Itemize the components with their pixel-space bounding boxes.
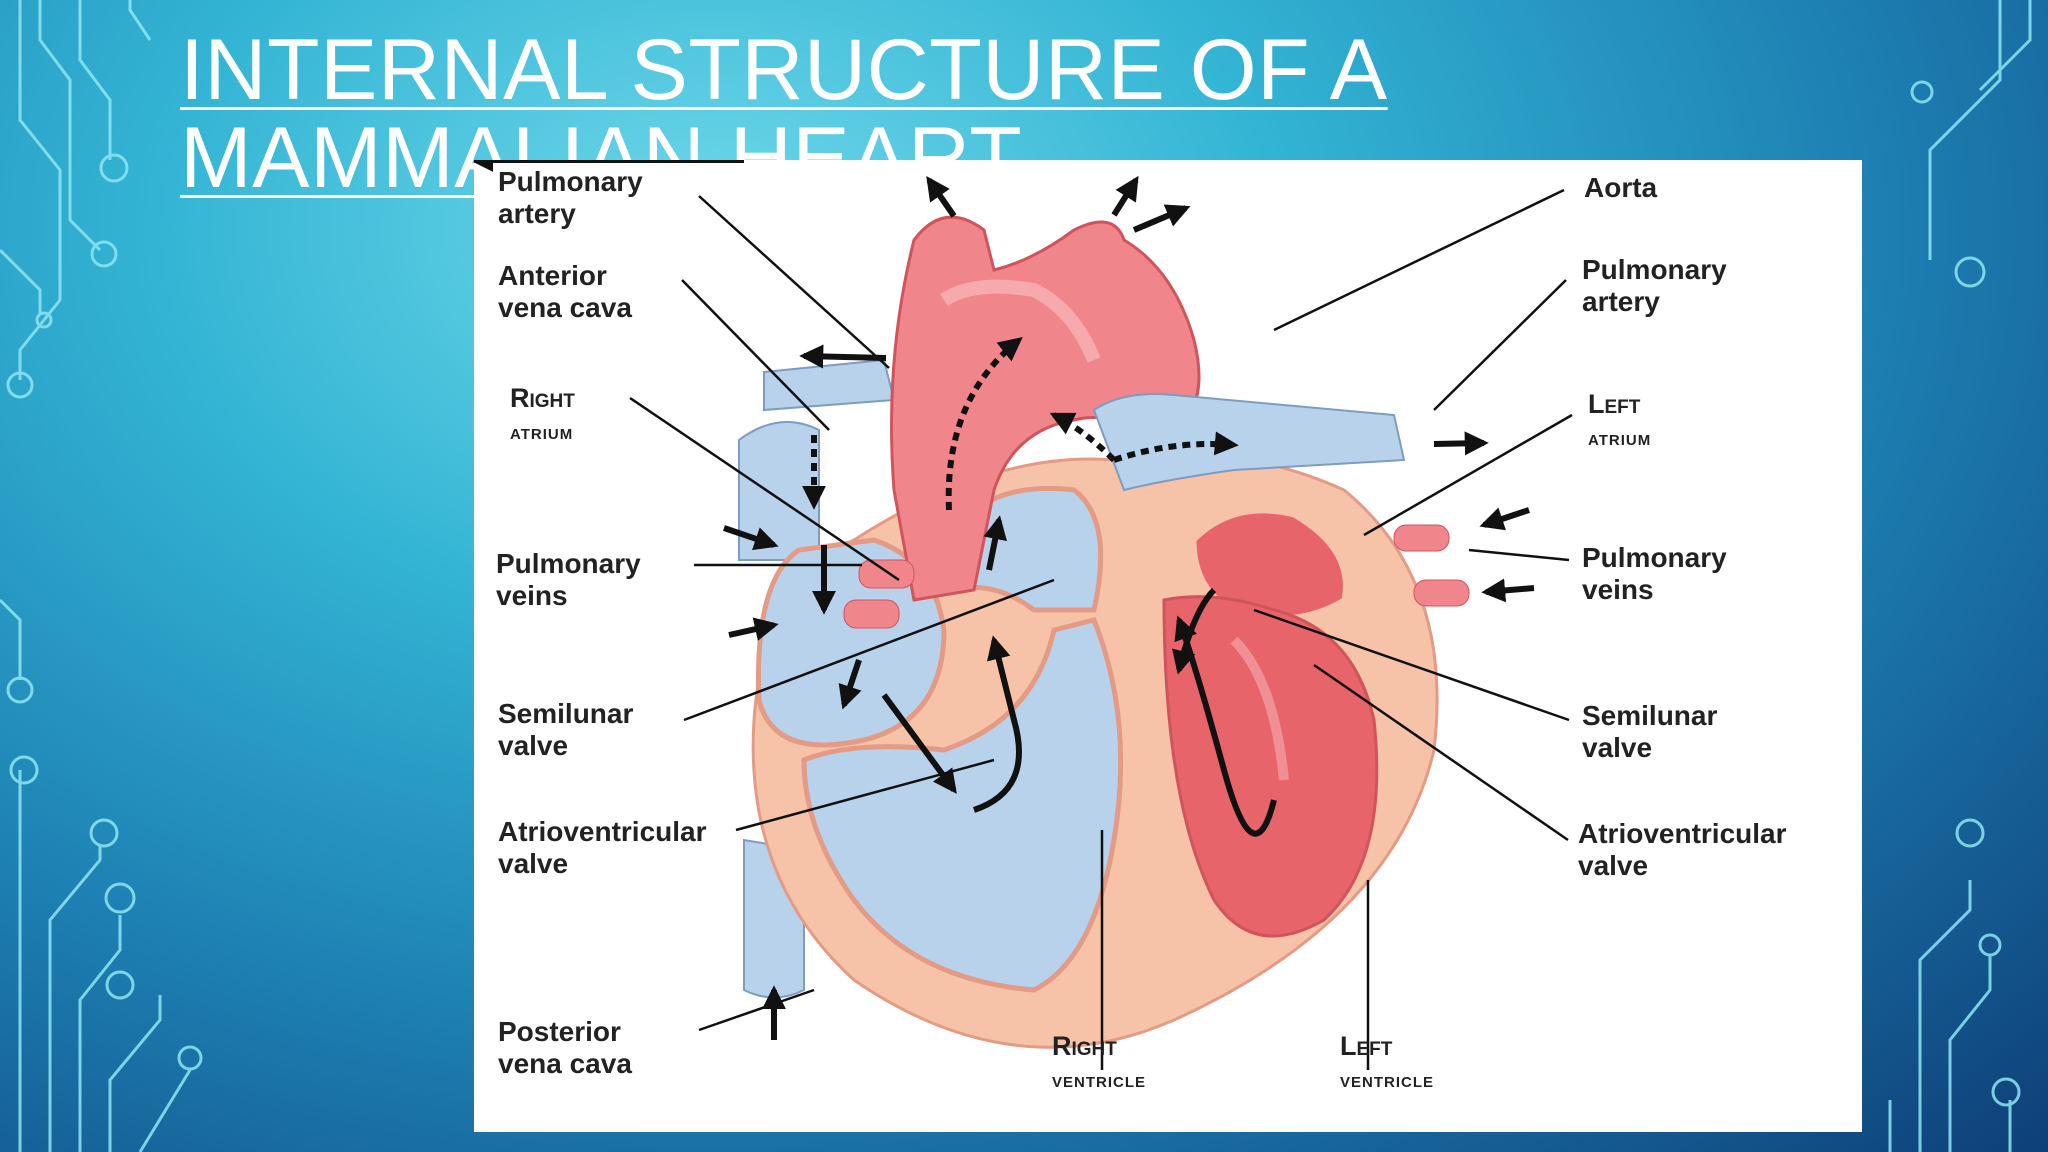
left-ventricle-highlight	[1230, 636, 1289, 781]
heart-illustration	[474, 160, 1573, 1070]
left-ventricle-shape	[1162, 595, 1379, 938]
label-aorta: Aorta	[1584, 172, 1658, 203]
pulmonary-vein-left-upper	[858, 559, 915, 589]
pulmonary-artery-right-branch	[1092, 393, 1406, 492]
pulmonary-vein-left-lower	[843, 599, 900, 629]
aorta-inner	[940, 279, 1101, 363]
right-ventricle-shape	[801, 617, 1124, 993]
pulmonary-vein-right-lower	[1413, 579, 1470, 607]
slide-title: Internal Structure of a Mammalian Heart	[180, 22, 1388, 206]
aorta-shape	[890, 215, 1201, 602]
pulmonary-vein-right-upper	[1393, 524, 1450, 552]
